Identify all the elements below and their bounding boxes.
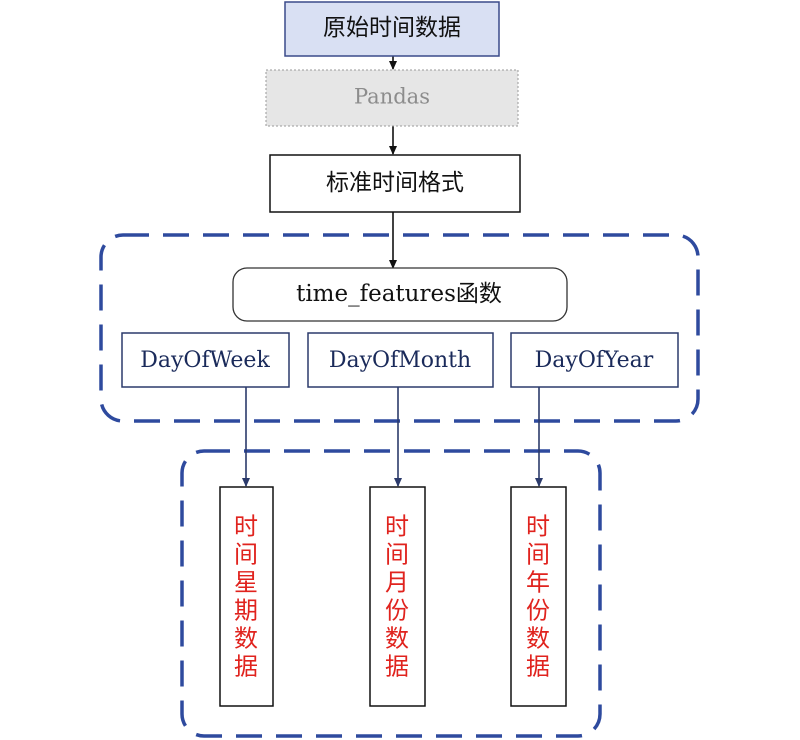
month-output-char: 间 xyxy=(385,541,409,569)
year-output-char: 时 xyxy=(526,513,550,541)
year-output-char: 份 xyxy=(526,597,550,625)
month-output-box xyxy=(369,486,426,707)
standard-format-label: 标准时间格式 xyxy=(326,170,464,196)
month-output-char: 数 xyxy=(385,625,409,653)
day-of-week-box xyxy=(121,332,290,388)
day-of-week-label: DayOfWeek xyxy=(140,348,270,373)
day-of-month-box xyxy=(307,332,494,388)
week-output-char: 时 xyxy=(234,513,258,541)
month-output-char: 月 xyxy=(385,569,409,597)
standard-format-box xyxy=(269,154,521,213)
year-output-box xyxy=(510,486,567,707)
week-output-char: 数 xyxy=(234,625,258,653)
pandas-box xyxy=(265,69,519,127)
year-output-text: 时 间 年 份 数 据 xyxy=(526,513,550,681)
time-features-function-label: time_features函数 xyxy=(296,281,502,307)
raw-data-label: 原始时间数据 xyxy=(323,15,461,41)
year-output-char: 年 xyxy=(526,569,550,597)
day-of-year-label: DayOfYear xyxy=(535,348,654,373)
year-output-char: 数 xyxy=(526,625,550,653)
week-output-char: 据 xyxy=(234,653,258,681)
month-output-char: 份 xyxy=(385,597,409,625)
feature-group-container xyxy=(99,233,700,423)
week-output-box xyxy=(219,486,274,707)
week-output-text: 时 间 星 期 数 据 xyxy=(234,513,258,681)
week-output-char: 星 xyxy=(234,569,258,597)
week-output-char: 期 xyxy=(234,597,258,625)
pandas-label: Pandas xyxy=(354,85,430,109)
year-output-char: 间 xyxy=(526,541,550,569)
month-output-text: 时 间 月 份 数 据 xyxy=(385,513,409,681)
time-features-function-box xyxy=(232,267,568,322)
month-output-char: 时 xyxy=(385,513,409,541)
month-output-char: 据 xyxy=(385,653,409,681)
year-output-char: 据 xyxy=(526,653,550,681)
day-of-year-box xyxy=(510,332,679,388)
output-group-container xyxy=(180,449,602,738)
day-of-month-label: DayOfMonth xyxy=(329,348,471,373)
raw-data-box xyxy=(284,1,500,57)
week-output-char: 间 xyxy=(234,541,258,569)
